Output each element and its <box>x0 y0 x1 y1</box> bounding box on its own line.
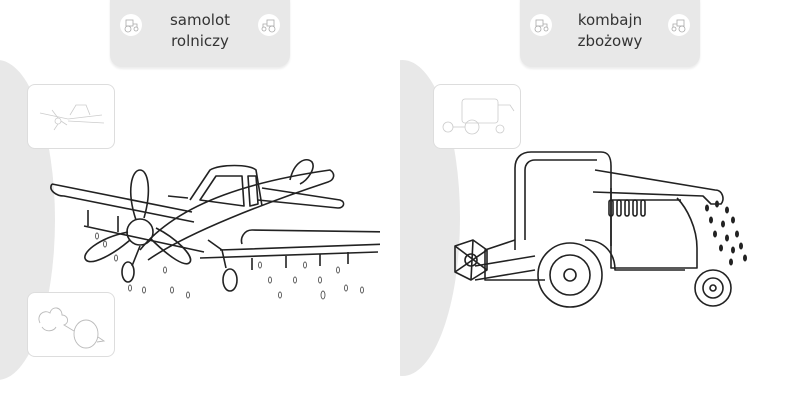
spray-drops <box>95 232 364 300</box>
crop-duster-plane-illustration <box>50 158 380 300</box>
plane-thumbnail[interactable] <box>27 84 115 149</box>
tractor-icon <box>530 14 552 36</box>
unloading-auger <box>592 169 724 205</box>
tractor-icon <box>258 14 280 36</box>
plane-icon <box>39 104 105 131</box>
title-line-1: samolot <box>169 11 231 29</box>
left-wing <box>50 183 195 223</box>
title-text: kombajn zbożowy <box>560 10 660 52</box>
tractor-icon <box>668 14 690 36</box>
beetroot-icon <box>38 307 106 349</box>
title-label: samolot rolniczy <box>110 0 290 67</box>
cab <box>514 151 612 250</box>
title-text: samolot rolniczy <box>150 10 250 52</box>
rear-wheel <box>694 269 732 307</box>
rear-wheel <box>222 268 238 292</box>
title-line-2: rolniczy <box>171 32 229 50</box>
right-page: kombajn zbożowy <box>400 0 800 400</box>
combine-harvester-illustration <box>454 151 747 308</box>
title-line-1: kombajn <box>577 11 643 29</box>
front-wheel <box>121 261 135 283</box>
cockpit <box>189 164 263 207</box>
combine-harvester-icon <box>442 98 515 135</box>
combine-thumbnail[interactable] <box>433 84 521 149</box>
title-label: kombajn zbożowy <box>520 0 700 67</box>
propeller-hub <box>126 218 154 246</box>
front-wheel <box>537 242 603 308</box>
reel <box>454 239 488 281</box>
title-line-2: zbożowy <box>577 32 643 50</box>
right-wing <box>219 229 380 251</box>
beetroot-thumbnail[interactable] <box>27 292 115 357</box>
grain <box>705 200 747 266</box>
tractor-icon <box>120 14 142 36</box>
left-page: samolot rolniczy <box>0 0 380 380</box>
grille <box>608 199 646 217</box>
